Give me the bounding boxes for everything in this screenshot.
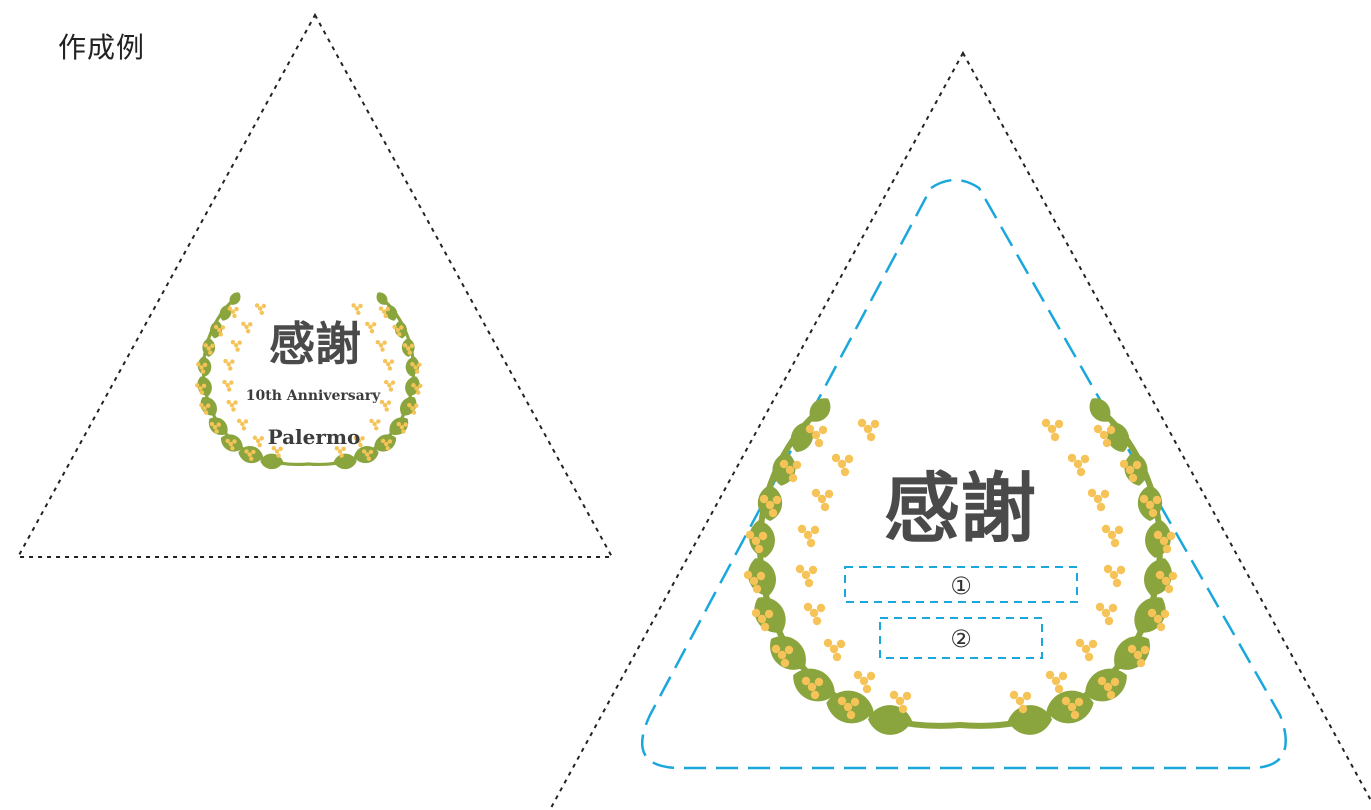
- example-cut-line: [16, 12, 614, 558]
- example-line2: Palermo: [268, 425, 361, 449]
- example-laurel-wreath-icon: [194, 292, 423, 470]
- template-laurel-wreath-icon: [743, 398, 1178, 735]
- template-cut-line: [548, 50, 1371, 810]
- template-field-2[interactable]: [879, 617, 1043, 659]
- template-safe-area: [640, 178, 1287, 770]
- template-field-1[interactable]: [844, 566, 1078, 603]
- field-1-marker: ①: [950, 572, 972, 600]
- example-line1: 10th Anniversary: [246, 388, 381, 404]
- template-title: 感謝: [884, 464, 1036, 553]
- page-heading: 作成例: [58, 31, 146, 64]
- example-title: 感謝: [269, 317, 361, 371]
- field-2-marker: ②: [950, 625, 972, 653]
